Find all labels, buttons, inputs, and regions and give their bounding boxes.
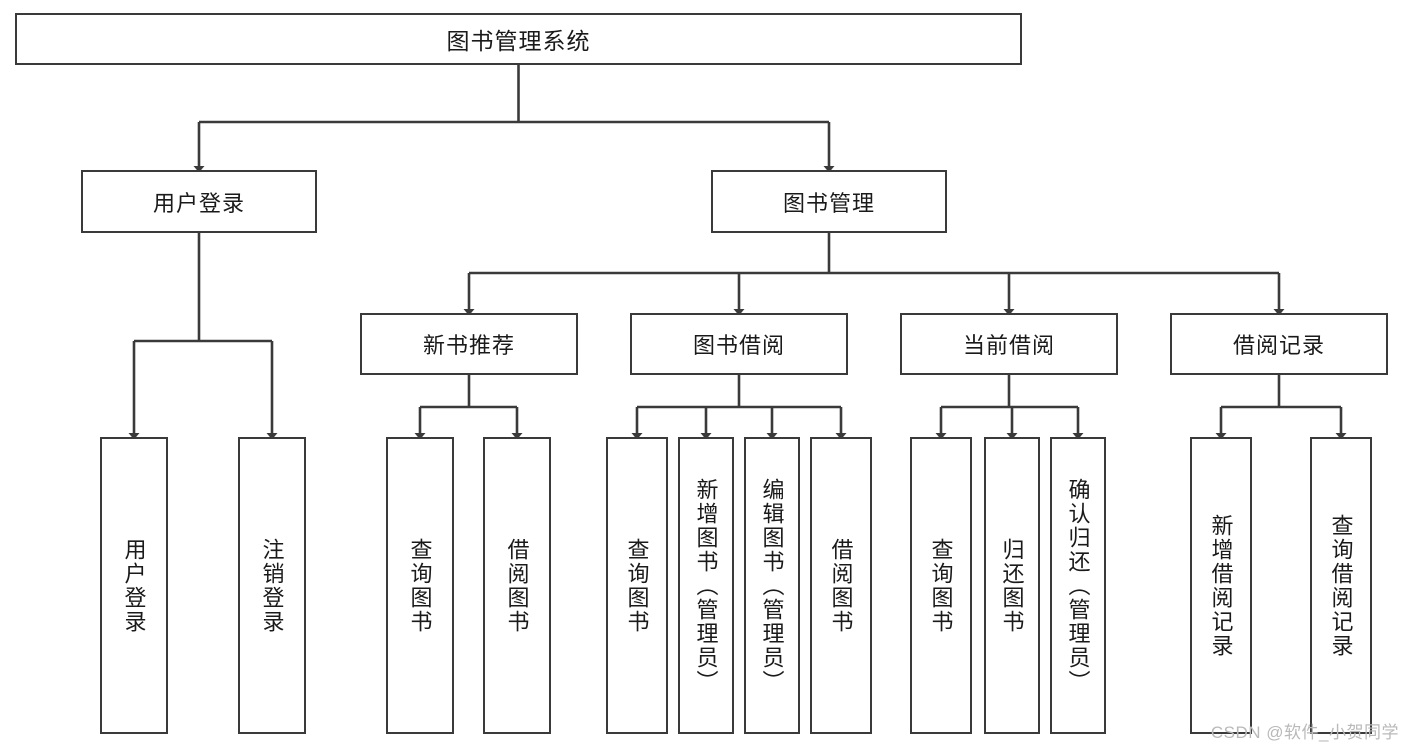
node-current-borrow[interactable]: 当前借阅: [900, 313, 1118, 375]
leaf-query-book-3-label: 查询图书: [928, 537, 954, 634]
leaf-user-logout-label: 注销登录: [259, 537, 285, 634]
leaf-add-borrow-record-label: 新增借阅记录: [1208, 513, 1234, 658]
leaf-add-book-label: 新增图书（管理员）: [693, 477, 719, 694]
leaf-add-borrow-record[interactable]: 新增借阅记录: [1190, 437, 1252, 734]
node-user-login[interactable]: 用户登录: [81, 170, 317, 233]
leaf-borrow-book-2[interactable]: 借阅图书: [810, 437, 872, 734]
leaf-borrow-book-1-label: 借阅图书: [504, 537, 530, 634]
node-book-borrow[interactable]: 图书借阅: [630, 313, 848, 375]
leaf-user-logout[interactable]: 注销登录: [238, 437, 306, 734]
leaf-confirm-return-label: 确认归还（管理员）: [1065, 477, 1091, 694]
leaf-user-login-label: 用户登录: [121, 537, 147, 634]
node-new-book-recommend[interactable]: 新书推荐: [360, 313, 578, 375]
leaf-query-book-1-label: 查询图书: [407, 537, 433, 634]
leaf-add-book[interactable]: 新增图书（管理员）: [678, 437, 734, 734]
leaf-query-book-3[interactable]: 查询图书: [910, 437, 972, 734]
leaf-query-book-2[interactable]: 查询图书: [606, 437, 668, 734]
csdn-watermark: CSDN @软件_小贺同学: [1210, 723, 1399, 742]
leaf-query-borrow-record-label: 查询借阅记录: [1328, 513, 1354, 658]
leaf-query-book-1[interactable]: 查询图书: [386, 437, 454, 734]
leaf-edit-book[interactable]: 编辑图书（管理员）: [744, 437, 800, 734]
leaf-return-book-label: 归还图书: [999, 537, 1025, 634]
leaf-borrow-book-1[interactable]: 借阅图书: [483, 437, 551, 734]
leaf-return-book[interactable]: 归还图书: [984, 437, 1040, 734]
node-borrow-record[interactable]: 借阅记录: [1170, 313, 1388, 375]
leaf-query-book-2-label: 查询图书: [624, 537, 650, 634]
leaf-confirm-return[interactable]: 确认归还（管理员）: [1050, 437, 1106, 734]
leaf-borrow-book-2-label: 借阅图书: [828, 537, 854, 634]
node-book-manage[interactable]: 图书管理: [711, 170, 947, 233]
node-root[interactable]: 图书管理系统: [15, 13, 1022, 65]
leaf-query-borrow-record[interactable]: 查询借阅记录: [1310, 437, 1372, 734]
leaf-user-login[interactable]: 用户登录: [100, 437, 168, 734]
leaf-edit-book-label: 编辑图书（管理员）: [759, 477, 785, 694]
